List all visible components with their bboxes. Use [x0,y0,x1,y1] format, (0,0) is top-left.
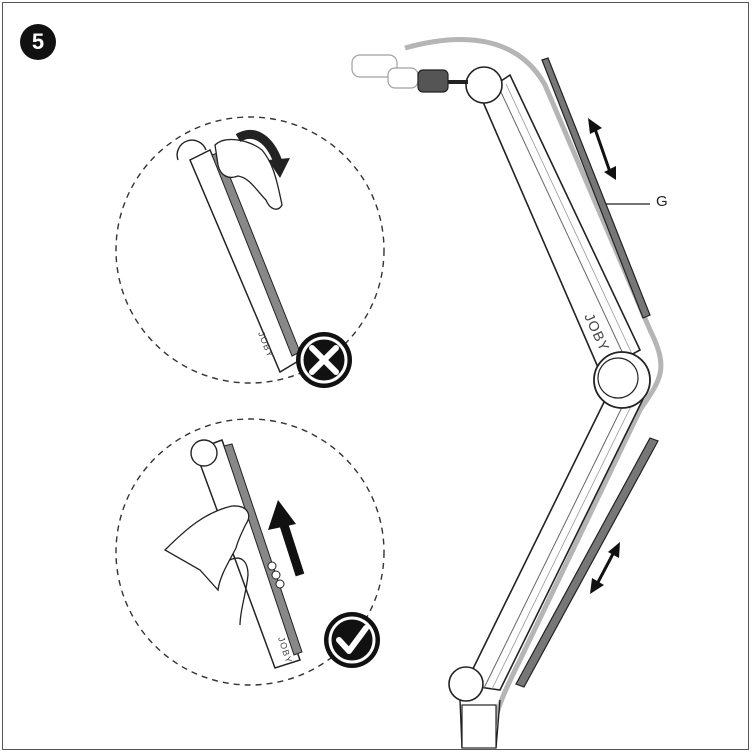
correct-method-detail: JOBY [115,418,385,686]
mic-mount [351,54,419,89]
boom-arm: JOBY [351,37,664,749]
part-g-upper-strip [541,57,651,319]
part-callout-label: G [656,193,668,210]
cable [404,37,664,749]
cross-icon [296,332,352,388]
part-g-lower-strip [515,437,659,688]
step-number-badge: 5 [20,24,56,60]
incorrect-method-detail: JOBY [115,116,385,384]
check-icon [324,612,380,668]
bottom-joint [448,666,484,702]
lower-arm-segment [463,389,647,691]
top-joint [465,66,503,104]
slide-arrow-lower [590,542,620,594]
slide-arrow-upper [588,118,616,180]
